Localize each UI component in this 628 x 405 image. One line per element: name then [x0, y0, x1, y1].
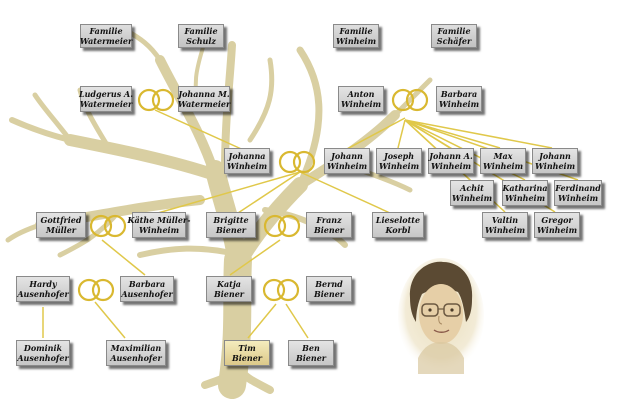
wedding-rings-icon	[89, 214, 127, 238]
wedding-rings-icon	[391, 88, 429, 112]
portrait-photo	[398, 258, 484, 374]
wedding-rings-icon	[263, 214, 301, 238]
person-johanna-m[interactable]: Johanna M.Watermeier	[178, 86, 230, 112]
wedding-rings-icon	[278, 150, 316, 174]
person-kaethe[interactable]: Käthe Müller-Winheim	[128, 212, 190, 238]
wedding-rings-icon	[77, 278, 115, 302]
wedding-rings-icon	[137, 88, 175, 112]
person-johann-a[interactable]: Johann A.Winheim	[428, 148, 474, 174]
person-ludgerus[interactable]: Ludgerus A.Watermeier	[79, 86, 133, 112]
wedding-rings-icon	[262, 278, 300, 302]
